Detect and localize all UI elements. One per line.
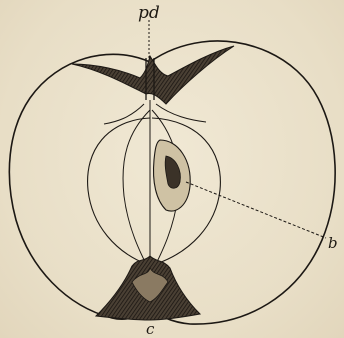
label-calyx: c [146,320,155,338]
seed-pointer-line [186,182,326,238]
label-seed: b [328,234,338,252]
label-pedicel: pd [138,3,160,23]
core-boundary [88,118,221,264]
stem-cavity [72,46,234,104]
